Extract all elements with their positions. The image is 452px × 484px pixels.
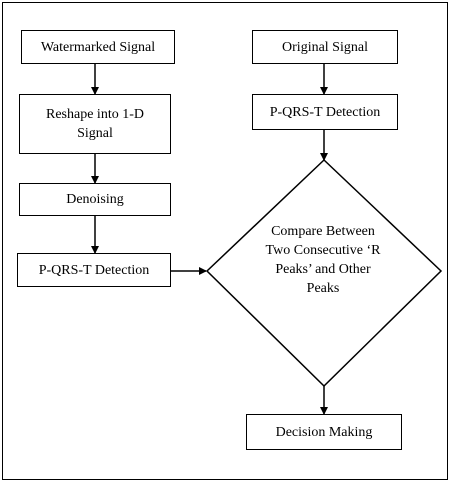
decision-box: Decision Making [246, 414, 402, 450]
original-signal-box: Original Signal [252, 30, 398, 64]
pqrst-left-box: P-QRS-T Detection [17, 253, 171, 287]
watermarked-signal-label: Watermarked Signal [40, 39, 156, 55]
compare-diamond [205, 158, 443, 388]
reshape-box: Reshape into 1-D Signal [19, 94, 171, 154]
diagram-frame [2, 2, 448, 480]
reshape-label: Reshape into 1-D Signal [46, 107, 144, 141]
watermarked-signal-box: Watermarked Signal [21, 30, 175, 64]
pqrst-left-label: P-QRS-T Detection [38, 262, 150, 278]
pqrst-right-box: P-QRS-T Detection [252, 94, 398, 130]
compare-label: Compare Between Two Consecutive ‘R Peaks… [265, 224, 381, 296]
original-signal-label: Original Signal [282, 39, 368, 55]
decision-label: Decision Making [275, 424, 373, 440]
pqrst-right-label: P-QRS-T Detection [269, 104, 381, 120]
denoising-box: Denoising [19, 183, 171, 216]
denoising-label: Denoising [66, 192, 124, 207]
